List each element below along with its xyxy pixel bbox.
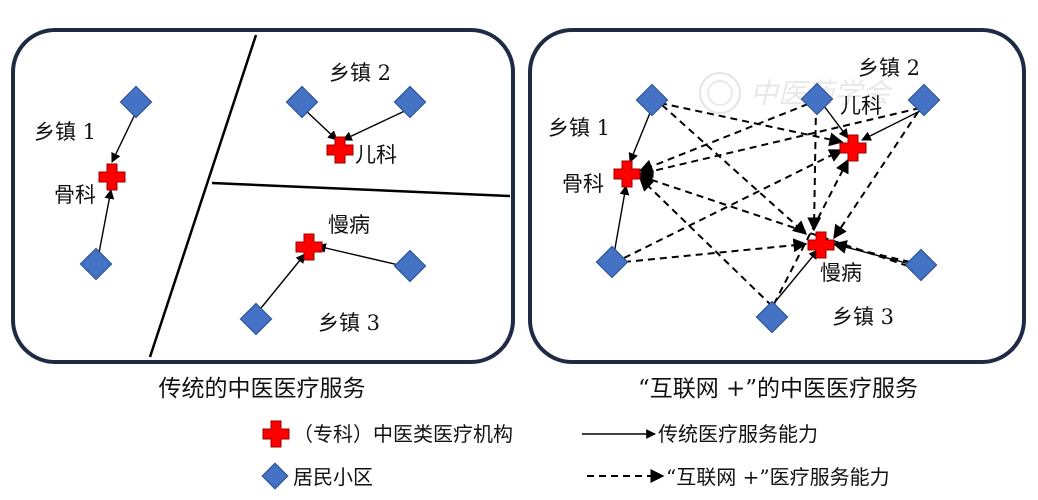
legend-community: 居民小区 [261,462,373,490]
town-1-label: 乡镇 1 [548,116,610,140]
legend-internet-capacity: “互联网 +”医疗服务能力 [587,465,890,489]
traditional-arrows [97,107,410,314]
town-2-label: 乡镇 2 [858,56,920,80]
specialty-child-label: 儿科 [840,94,882,118]
institution-icon [807,231,835,259]
blue-diamond-icon [261,462,289,490]
legend-community-label: 居民小区 [293,465,373,489]
watermark-seal-icon [699,72,741,114]
community-icon [755,300,789,334]
community-icon [285,85,319,119]
town-3-label: 乡镇 3 [318,311,380,335]
institution-icon [98,163,126,191]
specialty-bone-label: 骨科 [562,172,604,196]
community-icon [393,85,427,119]
traditional-communities [79,85,427,336]
legend-institution-label: （专科）中医类医疗机构 [293,422,513,446]
traditional-institutions [98,136,354,261]
region-divider-horizontal [211,181,511,198]
legend-traditional-capacity-label: 传统医疗服务能力 [658,422,818,446]
legend-traditional-capacity: 传统医疗服务能力 [582,422,818,446]
traditional-panel: 乡镇 1 乡镇 2 乡镇 3 骨科 儿科 慢病 [11,28,515,364]
specialty-chronic-label: 慢病 [820,261,862,285]
internet-institutions [613,134,867,259]
community-icon [119,85,153,119]
traditional-panel-frame [11,28,515,364]
legend-internet-capacity-label: “互联网 +”医疗服务能力 [666,465,890,489]
specialty-chronic-label: 慢病 [328,213,370,237]
specialty-bone-label: 骨科 [54,183,96,207]
community-icon [595,245,629,279]
institution-icon [295,233,323,261]
internet-communities [595,82,941,334]
legend-institution: （专科）中医类医疗机构 [262,420,513,448]
institution-icon [839,134,867,162]
internet-solid-arrows [613,105,923,303]
internet-panel: 中医药学会 [528,28,1026,364]
community-icon [904,248,938,282]
specialty-child-label: 儿科 [355,143,397,167]
internet-caption: “互联网 +”的中医医疗服务 [638,376,918,402]
town-2-label: 乡镇 2 [329,61,391,85]
town-1-label: 乡镇 1 [34,120,96,144]
community-icon [907,83,941,117]
community-icon [239,302,273,336]
traditional-caption: 传统的中医医疗服务 [159,376,366,402]
internet-dashed-arrows [623,102,921,307]
internet-panel-frame [528,28,1026,364]
institution-icon [613,160,641,188]
red-cross-icon [262,420,290,448]
community-icon [393,249,427,283]
community-icon [79,247,113,281]
region-divider-diagonal [148,34,258,358]
town-3-label: 乡镇 3 [832,305,894,329]
institution-icon [326,136,354,164]
community-icon [800,82,834,116]
community-icon [635,83,669,117]
legend: （专科）中医类医疗机构 居民小区 传统医疗服务能力 “互联网 +”医疗服务能力 [261,420,890,490]
